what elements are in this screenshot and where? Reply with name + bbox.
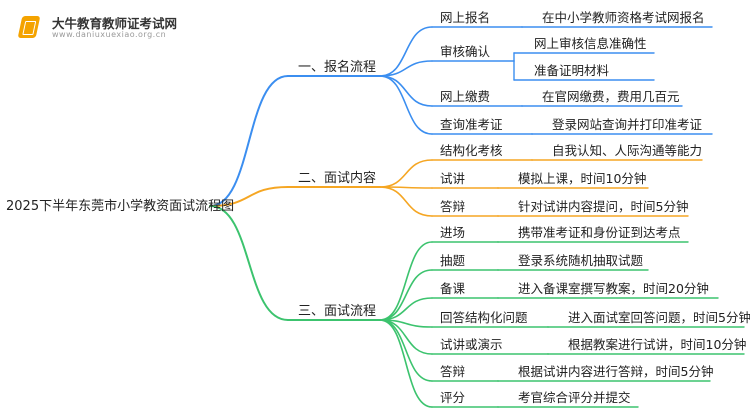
node-connector-3-2 [379, 269, 433, 321]
branch-connector-2 [209, 186, 289, 207]
leaf-label-3-4-1: 进入面试室回答问题，时间5分钟 [568, 310, 750, 325]
node-label-1-2: 审核确认 [440, 44, 491, 59]
leaf-label-2-1-1: 自我认知、人际沟通等能力 [552, 143, 703, 158]
node-connector-2-1 [379, 159, 433, 188]
leaf-label-1-2-1: 网上审核信息准确性 [534, 36, 647, 51]
leaf-label-1-3-1: 在官网缴费，费用几百元 [542, 89, 680, 104]
node-label-2-2: 试讲 [440, 171, 466, 186]
leaf-label-3-6-1: 根据试讲内容进行答辩，时间5分钟 [518, 364, 714, 379]
site-logo: 大牛教育教师证考试网 www.daniuxuexiao.org.cn [17, 6, 220, 46]
leaf-label-2-2-1: 模拟上课，时间10分钟 [518, 171, 647, 186]
root-node: 2025下半年东莞市小学教资面试流程图 [6, 199, 235, 214]
node-label-3-2: 抽题 [440, 253, 466, 268]
node-connector-2-3 [379, 186, 433, 217]
node-label-1-4: 查询准考证 [440, 117, 503, 132]
leaf-label-3-5-1: 根据教案进行试讲，时间10分钟 [568, 337, 747, 352]
branch-label-3: 三、面试流程 [298, 304, 377, 319]
node-label-2-3: 答辩 [440, 199, 466, 214]
leaf-label-1-1-1: 在中小学教师资格考试网报名 [542, 10, 705, 25]
branch-label-2: 二、面试内容 [298, 171, 377, 186]
node-label-3-5: 试讲或演示 [440, 337, 503, 352]
node-label-3-7: 评分 [440, 390, 466, 405]
leaf-label-1-4-1: 登录网站查询并打印准考证 [552, 117, 703, 132]
leaf-label-3-3-1: 进入备课室撰写教案，时间20分钟 [518, 281, 709, 296]
node-connector-1-2 [379, 60, 433, 77]
node-label-3-4: 回答结构化问题 [440, 310, 528, 325]
leaf-label-3-7-1: 考官综合评分并提交 [518, 390, 631, 405]
node-connector-3-6 [379, 319, 433, 382]
node-label-3-1: 进场 [440, 225, 466, 240]
node-label-3-6: 答辩 [440, 364, 466, 379]
node-label-3-3: 备课 [440, 281, 466, 296]
leaf-label-1-2-2: 准备证明材料 [534, 63, 610, 78]
branch-connector-1 [209, 75, 289, 207]
node-connector-3-3 [379, 297, 433, 321]
node-connector-3-1 [379, 241, 433, 321]
node-connector-1-3 [379, 75, 433, 107]
node-label-1-3: 网上缴费 [440, 89, 491, 104]
logo-title: 大牛教育教师证考试网 [52, 16, 178, 31]
branch-label-1: 一、报名流程 [298, 60, 377, 75]
logo-url: www.daniuxuexiao.org.cn [52, 30, 167, 39]
leaf-label-3-1-1: 携带准考证和身份证到达考点 [518, 225, 681, 240]
node-connector-3-7 [379, 319, 433, 408]
node-label-1-1: 网上报名 [440, 10, 491, 25]
node-connector-1-4 [379, 75, 433, 135]
leaf-label-2-3-1: 针对试讲内容提问，时间5分钟 [518, 199, 689, 214]
branch-connector-3 [209, 205, 289, 321]
node-label-2-1: 结构化考核 [440, 143, 503, 158]
node-connector-1-1 [379, 26, 433, 77]
leaf-label-3-2-1: 登录系统随机抽取试题 [518, 253, 644, 268]
